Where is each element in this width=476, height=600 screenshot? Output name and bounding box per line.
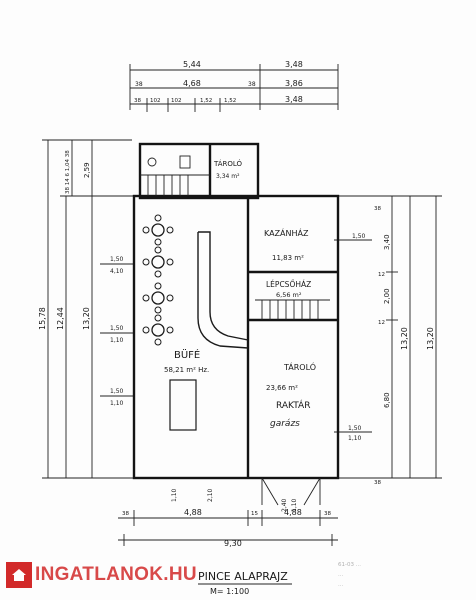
win-left-3b: 1,10 bbox=[110, 400, 124, 407]
dim-left-mid: 12,44 bbox=[56, 307, 65, 330]
stamp-line-2: ... bbox=[338, 572, 343, 578]
dim-bottom-total: 9,30 bbox=[224, 539, 242, 548]
dim-top-total: 5,44 bbox=[183, 60, 201, 69]
dim-top-mid-right: 3,86 bbox=[285, 79, 303, 88]
left-dimensions: 15,78 12,44 13,20 2,59 38 14 6 1,04 38 1… bbox=[38, 139, 134, 479]
room-raktar-note: garázs bbox=[270, 419, 300, 429]
table-2 bbox=[142, 246, 174, 278]
dim-bottom-left: 4,88 bbox=[184, 508, 202, 517]
win-right-2b: 1,10 bbox=[348, 435, 362, 442]
room-raktar-area: 23,66 m² bbox=[266, 384, 298, 392]
dim-left-outer: 15,78 bbox=[38, 307, 47, 330]
bottom-dimensions: 1,10 2,10 2,40 1,10 38 4,88 15 4,88 38 9… bbox=[118, 488, 338, 548]
dim-top-right: 3,48 bbox=[285, 60, 303, 69]
title-scale: M= 1:100 bbox=[210, 587, 249, 596]
table-3 bbox=[142, 282, 174, 314]
dim-left-top: 2,59 bbox=[83, 162, 91, 178]
win-left-2: 1,50 bbox=[110, 325, 124, 332]
dim-right-outer: 13,20 bbox=[426, 327, 435, 350]
watermark-logo: INGATLANOK.HU bbox=[6, 560, 214, 590]
room-labels: TÁROLÓ 3,34 m² BÜFÉ 58,21 m² Hz. KAZÁNHÁ… bbox=[164, 159, 316, 429]
dim-left-small: 38 14 6 1,04 38 bbox=[65, 150, 71, 194]
dim-right-mid2: 2,00 bbox=[383, 288, 391, 304]
title-main: PINCE ALAPRAJZ bbox=[198, 570, 288, 583]
dim-top-mid: 4,68 bbox=[183, 79, 201, 88]
dim-right-low: 6,80 bbox=[383, 392, 391, 408]
dim-right-a: 38 bbox=[374, 206, 381, 212]
stamp: 61-03 ... ... ... bbox=[338, 562, 361, 588]
stamp-line-1: 61-03 ... bbox=[338, 562, 361, 568]
dim-top-mid-end: 38 bbox=[248, 81, 256, 88]
dim-left-inner: 13,20 bbox=[82, 307, 91, 330]
dim-right-b: 12 bbox=[378, 272, 385, 278]
room-buffet-name: BÜFÉ bbox=[174, 348, 200, 361]
drawing-title: PINCE ALAPRAJZ M= 1:100 bbox=[198, 570, 292, 596]
room-tarolo-small-name: TÁROLÓ bbox=[213, 159, 243, 168]
dim-bottom-lead: 38 bbox=[122, 511, 129, 517]
room-raktar-sub: RAKTÁR bbox=[276, 399, 310, 411]
door-bottom-2: 2,10 bbox=[207, 488, 214, 502]
dim-small-2: 102 bbox=[150, 98, 161, 104]
room-tarolo-small-area: 3,34 m² bbox=[216, 173, 240, 180]
dim-right-c: 12 bbox=[378, 320, 385, 326]
room-kazanhaz-name: KAZÁNHÁZ bbox=[264, 227, 309, 238]
room-lepcsohaz-area: 6,56 m² bbox=[276, 291, 302, 299]
win-right-1: 1,50 bbox=[352, 233, 366, 240]
dim-right-mid: 13,20 bbox=[400, 327, 409, 350]
room-kazanhaz-area: 11,83 m² bbox=[272, 254, 304, 262]
dim-small-4: 1,52 bbox=[200, 98, 212, 104]
door-bottom-3: 2,40 bbox=[281, 498, 288, 512]
room-raktar-name: TÁROLÓ bbox=[283, 361, 316, 372]
building-walls bbox=[132, 142, 340, 506]
house-icon bbox=[6, 562, 32, 588]
dim-small-1: 38 bbox=[134, 98, 141, 104]
win-left-2b: 1,10 bbox=[110, 337, 124, 344]
table-1 bbox=[142, 214, 174, 246]
dim-top-mid-lead: 38 bbox=[135, 81, 143, 88]
stamp-line-3: ... bbox=[338, 582, 343, 588]
dim-small-6: 3,48 bbox=[285, 95, 303, 104]
win-left-1b: 4,10 bbox=[110, 268, 124, 275]
door-bottom-4: 1,10 bbox=[291, 498, 298, 512]
win-right-2: 1,50 bbox=[348, 425, 362, 432]
win-left-3: 1,50 bbox=[110, 388, 124, 395]
dim-small-5: 1,52 bbox=[224, 98, 236, 104]
table-4 bbox=[142, 314, 174, 346]
dim-right-d: 38 bbox=[374, 480, 381, 486]
right-dimensions: 13,20 13,20 3,40 2,00 6,80 38 12 12 38 1… bbox=[334, 195, 442, 486]
dim-bottom-b: 38 bbox=[324, 511, 331, 517]
dim-bottom-a: 15 bbox=[251, 511, 258, 517]
door-bottom-1: 1,10 bbox=[171, 488, 178, 502]
dim-right-top: 3,40 bbox=[383, 234, 391, 250]
buffet-tables bbox=[142, 214, 174, 346]
win-left-1: 1,50 bbox=[110, 256, 124, 263]
dim-small-3: 102 bbox=[171, 98, 182, 104]
room-lepcsohaz-name: LÉPCSŐHÁZ bbox=[266, 280, 311, 289]
dim-bottom-right: 4,88 bbox=[284, 508, 302, 517]
top-dimensions: 5,44 3,48 38 4,68 38 3,86 38 102 102 1,5… bbox=[129, 60, 339, 112]
logo-text: INGATLANOK.HU bbox=[35, 564, 197, 585]
room-buffet-area: 58,21 m² Hz. bbox=[164, 366, 209, 374]
